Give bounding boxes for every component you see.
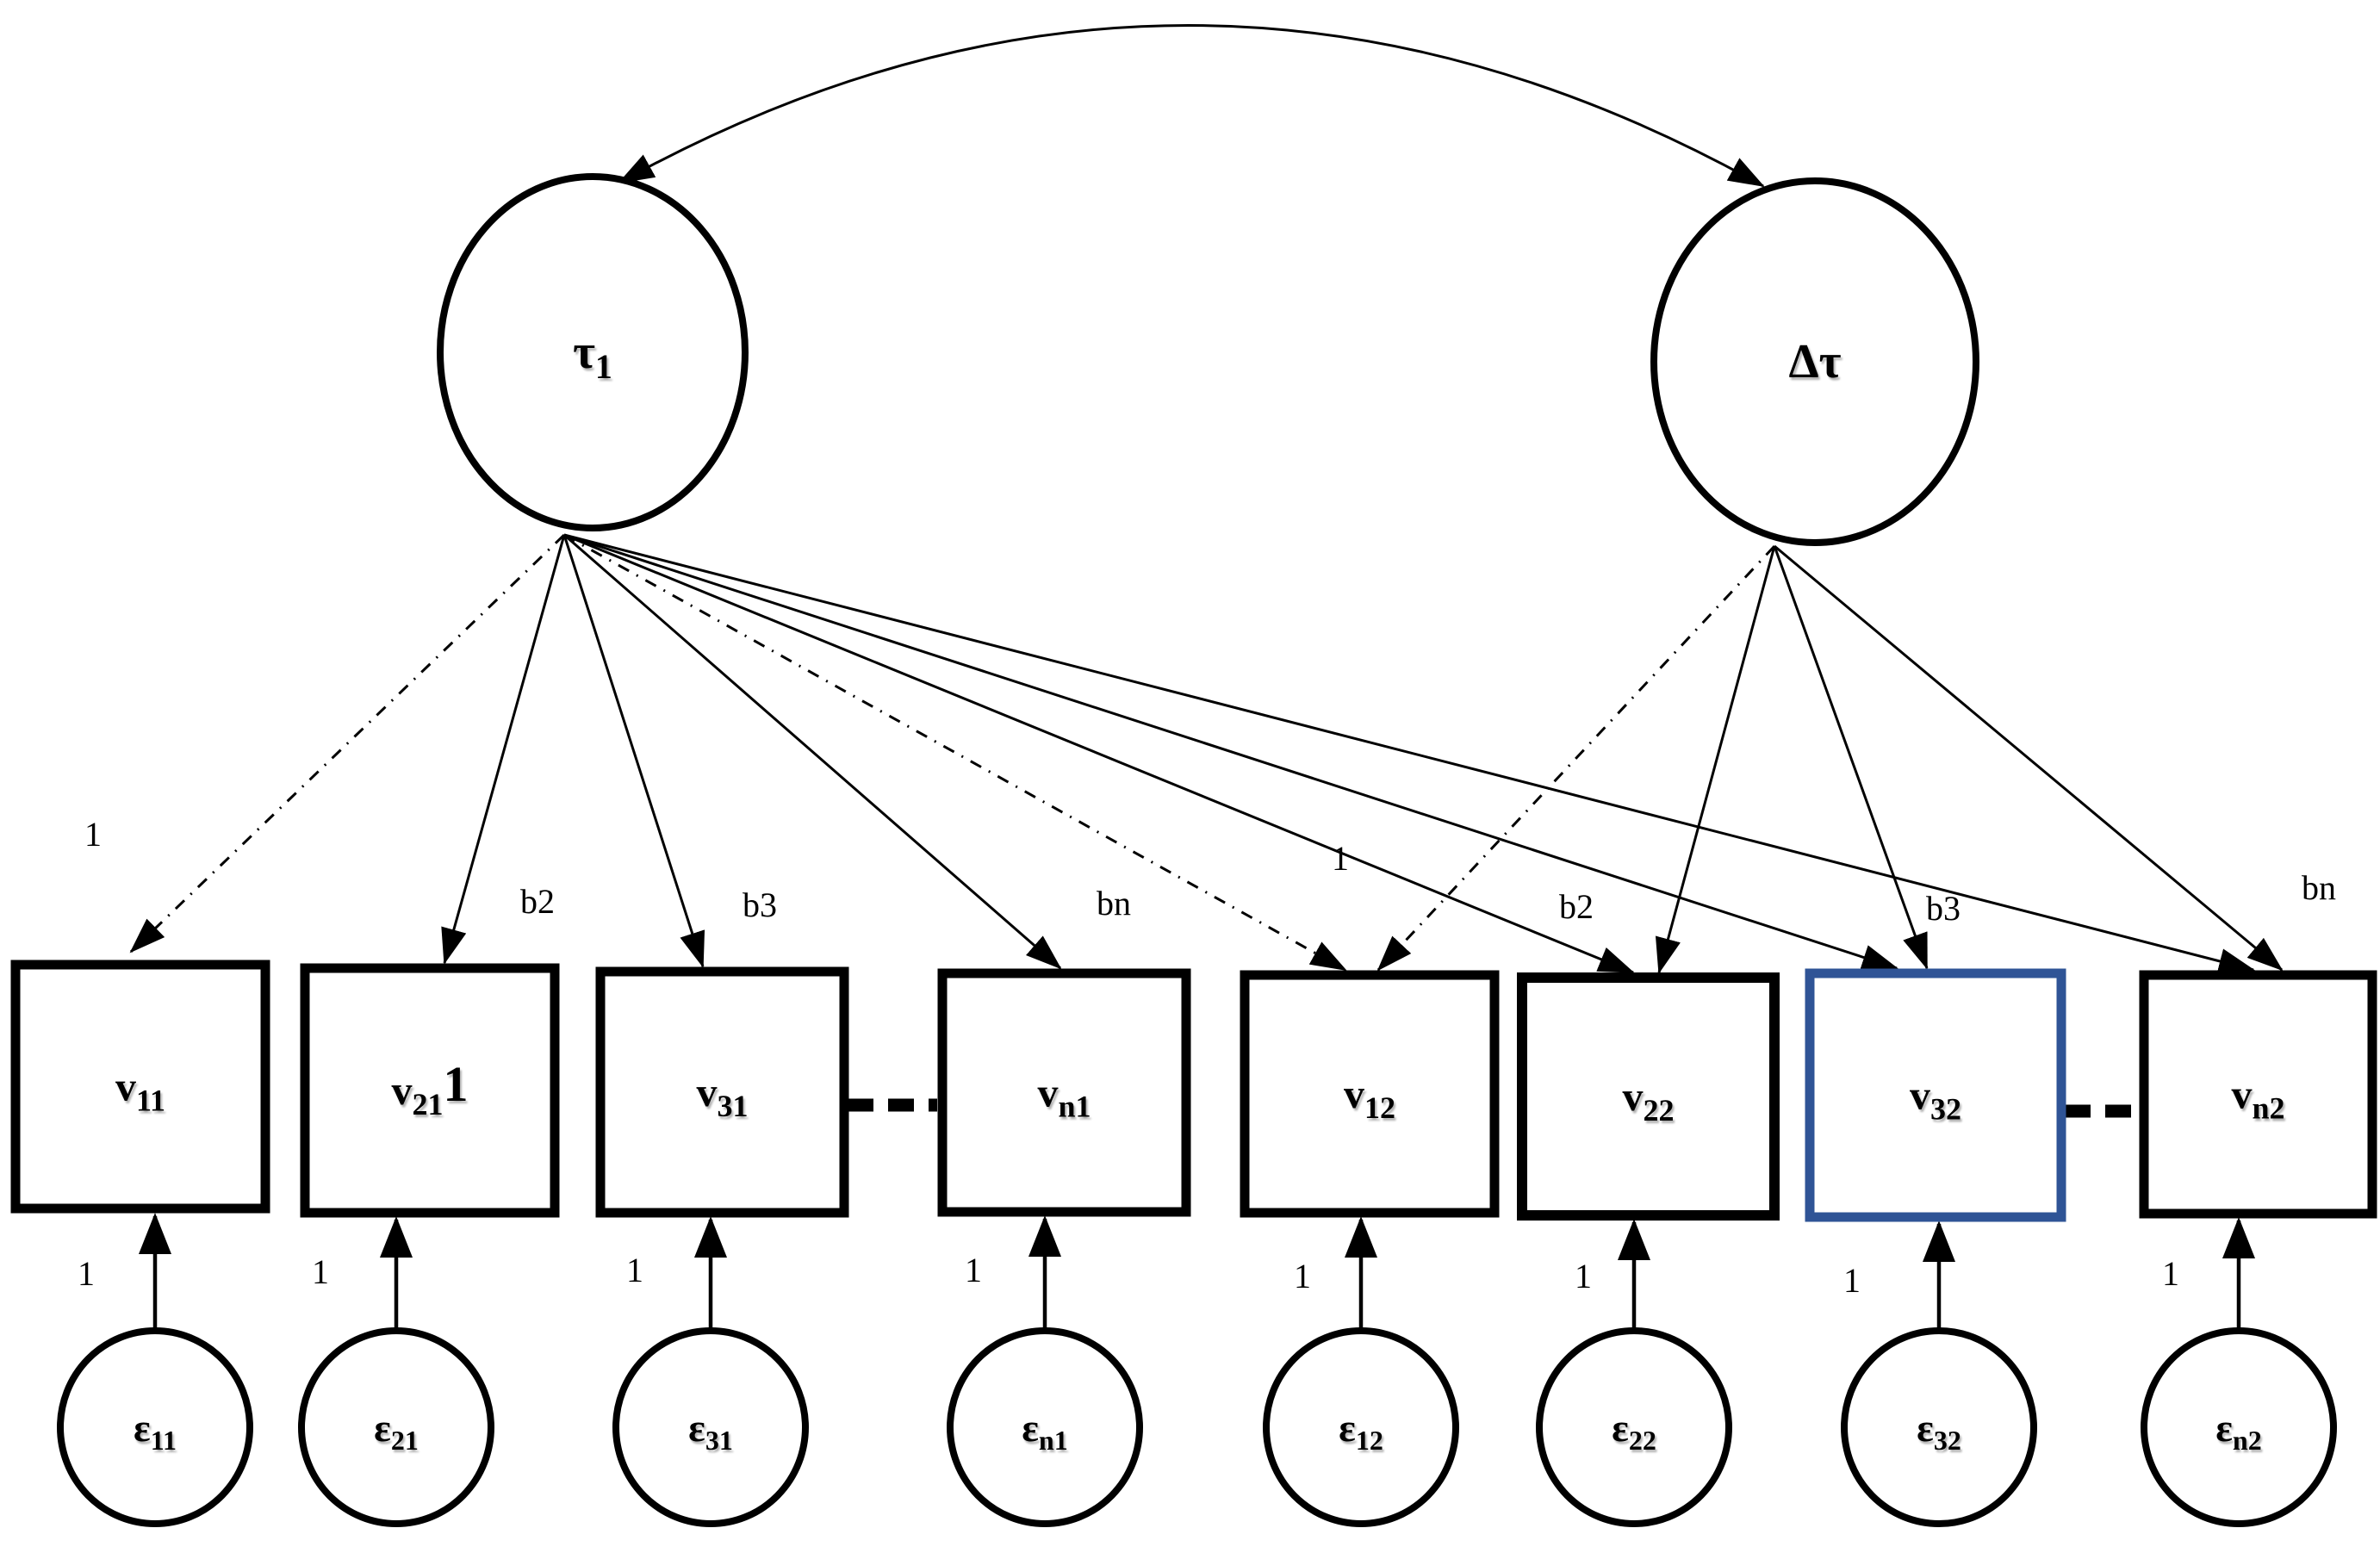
observed-box-label-vn2: vn2: [2231, 1072, 2284, 1126]
loading-arrow-tau1-v31: [562, 534, 705, 968]
observed-box-label-v31: v31: [697, 1070, 749, 1123]
observed-box-v11: [10, 960, 270, 1214]
latent-circle-delta-tau: [1650, 177, 1979, 546]
loading-arrow-delta-tau-vn2: [1774, 544, 2284, 972]
error-loading-label-e21: 1: [312, 1252, 329, 1291]
error-circle-label-e21: ε21: [374, 1406, 419, 1456]
covariance-arrow-tau1-deltatau: [618, 24, 1765, 188]
observed-box-vn2: [2139, 970, 2377, 1219]
error-circle-en2: [2141, 1327, 2337, 1527]
loading-arrow-tau1-v11: [129, 533, 566, 954]
observed-box-v22: [1517, 972, 1780, 1221]
observed-box-v31: [595, 966, 849, 1218]
loading-label-tau1-vn1: bn: [1097, 884, 1131, 922]
observed-box-label-v32: v32: [1910, 1073, 1961, 1127]
observed-box-label-v12: v12: [1344, 1072, 1395, 1125]
loading-label-delta-tau-vn2: bn: [2302, 868, 2336, 907]
loading-arrow-tau1-vn1: [563, 533, 1062, 970]
observed-box-label-v11: v11: [115, 1065, 165, 1118]
loading-arrow-tau1-vn2: [563, 533, 2255, 974]
error-circle-label-e31: ε31: [688, 1406, 733, 1456]
error-circle-e11: [57, 1327, 253, 1527]
loading-arrow-tau1-v32: [563, 533, 1898, 970]
edges-layer: [129, 24, 2284, 1331]
error-loading-label-e11: 1: [78, 1254, 95, 1293]
loading-label-delta-tau-v12: 1: [1332, 839, 1349, 878]
observed-box-label-v21: v211: [392, 1056, 469, 1121]
error-loading-label-e12: 1: [1294, 1257, 1311, 1295]
error-circle-label-e32: ε32: [1917, 1406, 1961, 1456]
loading-arrow-delta-tau-v32: [1773, 545, 1929, 970]
latent-circle-label-delta-tau: Δτ: [1789, 335, 1842, 388]
loading-label-delta-tau-v32: b3: [1926, 889, 1961, 928]
error-circle-e31: [612, 1327, 809, 1527]
loading-label-delta-tau-v22: b2: [1559, 887, 1594, 926]
observed-box-v12: [1240, 970, 1500, 1218]
loading-arrow-tau1-v22: [563, 533, 1635, 974]
error-circle-e12: [1263, 1327, 1459, 1527]
loading-label-tau1-v21: b2: [520, 882, 555, 921]
error-circle-label-e11: ε11: [134, 1406, 177, 1456]
error-circle-en1: [947, 1327, 1143, 1527]
observed-box-label-vn1: vn1: [1037, 1071, 1091, 1124]
error-circle-label-e12: ε12: [1339, 1406, 1383, 1456]
error-circle-e32: [1841, 1327, 2037, 1527]
loading-arrow-tau1-v21: [441, 534, 566, 965]
observed-box-vn1: [937, 968, 1191, 1217]
error-loading-label-en1: 1: [965, 1251, 982, 1289]
latent-circle-label-tau1: τ1: [573, 326, 612, 386]
error-loading-label-en2: 1: [2162, 1254, 2179, 1293]
error-circle-e21: [298, 1327, 494, 1527]
nodes-layer: v11 v211 v31 vn1 v12 v22 v32 vn2 τ1 Δτ ε11 ε21 ε31 εn…: [10, 173, 2377, 1527]
edge-labels-layer: 1 b2 b3 bn 1 b2 b3 bn 1 1 1 1 1 1 1 1: [78, 815, 2336, 1300]
observed-box-label-v22: v22: [1623, 1074, 1675, 1127]
loading-arrow-tau1-v12: [563, 533, 1347, 972]
loading-label-tau1-v31: b3: [743, 885, 777, 924]
error-circle-label-e22: ε22: [1612, 1406, 1656, 1456]
error-circle-e22: [1536, 1327, 1732, 1527]
error-circle-label-en2: εn2: [2215, 1406, 2261, 1456]
observed-box-v32: [1805, 968, 2066, 1222]
error-loading-label-e31: 1: [626, 1251, 643, 1289]
error-loading-label-e22: 1: [1575, 1257, 1592, 1295]
error-circle-label-en1: εn1: [1022, 1406, 1067, 1456]
loading-arrow-delta-tau-v12: [1376, 544, 1776, 972]
loading-label-tau1-v11: 1: [84, 815, 102, 854]
latent-circle-tau1: [437, 173, 749, 531]
error-loading-label-e32: 1: [1843, 1261, 1861, 1300]
observed-box-v21: [300, 963, 560, 1218]
loading-arrow-delta-tau-v22: [1655, 545, 1776, 974]
